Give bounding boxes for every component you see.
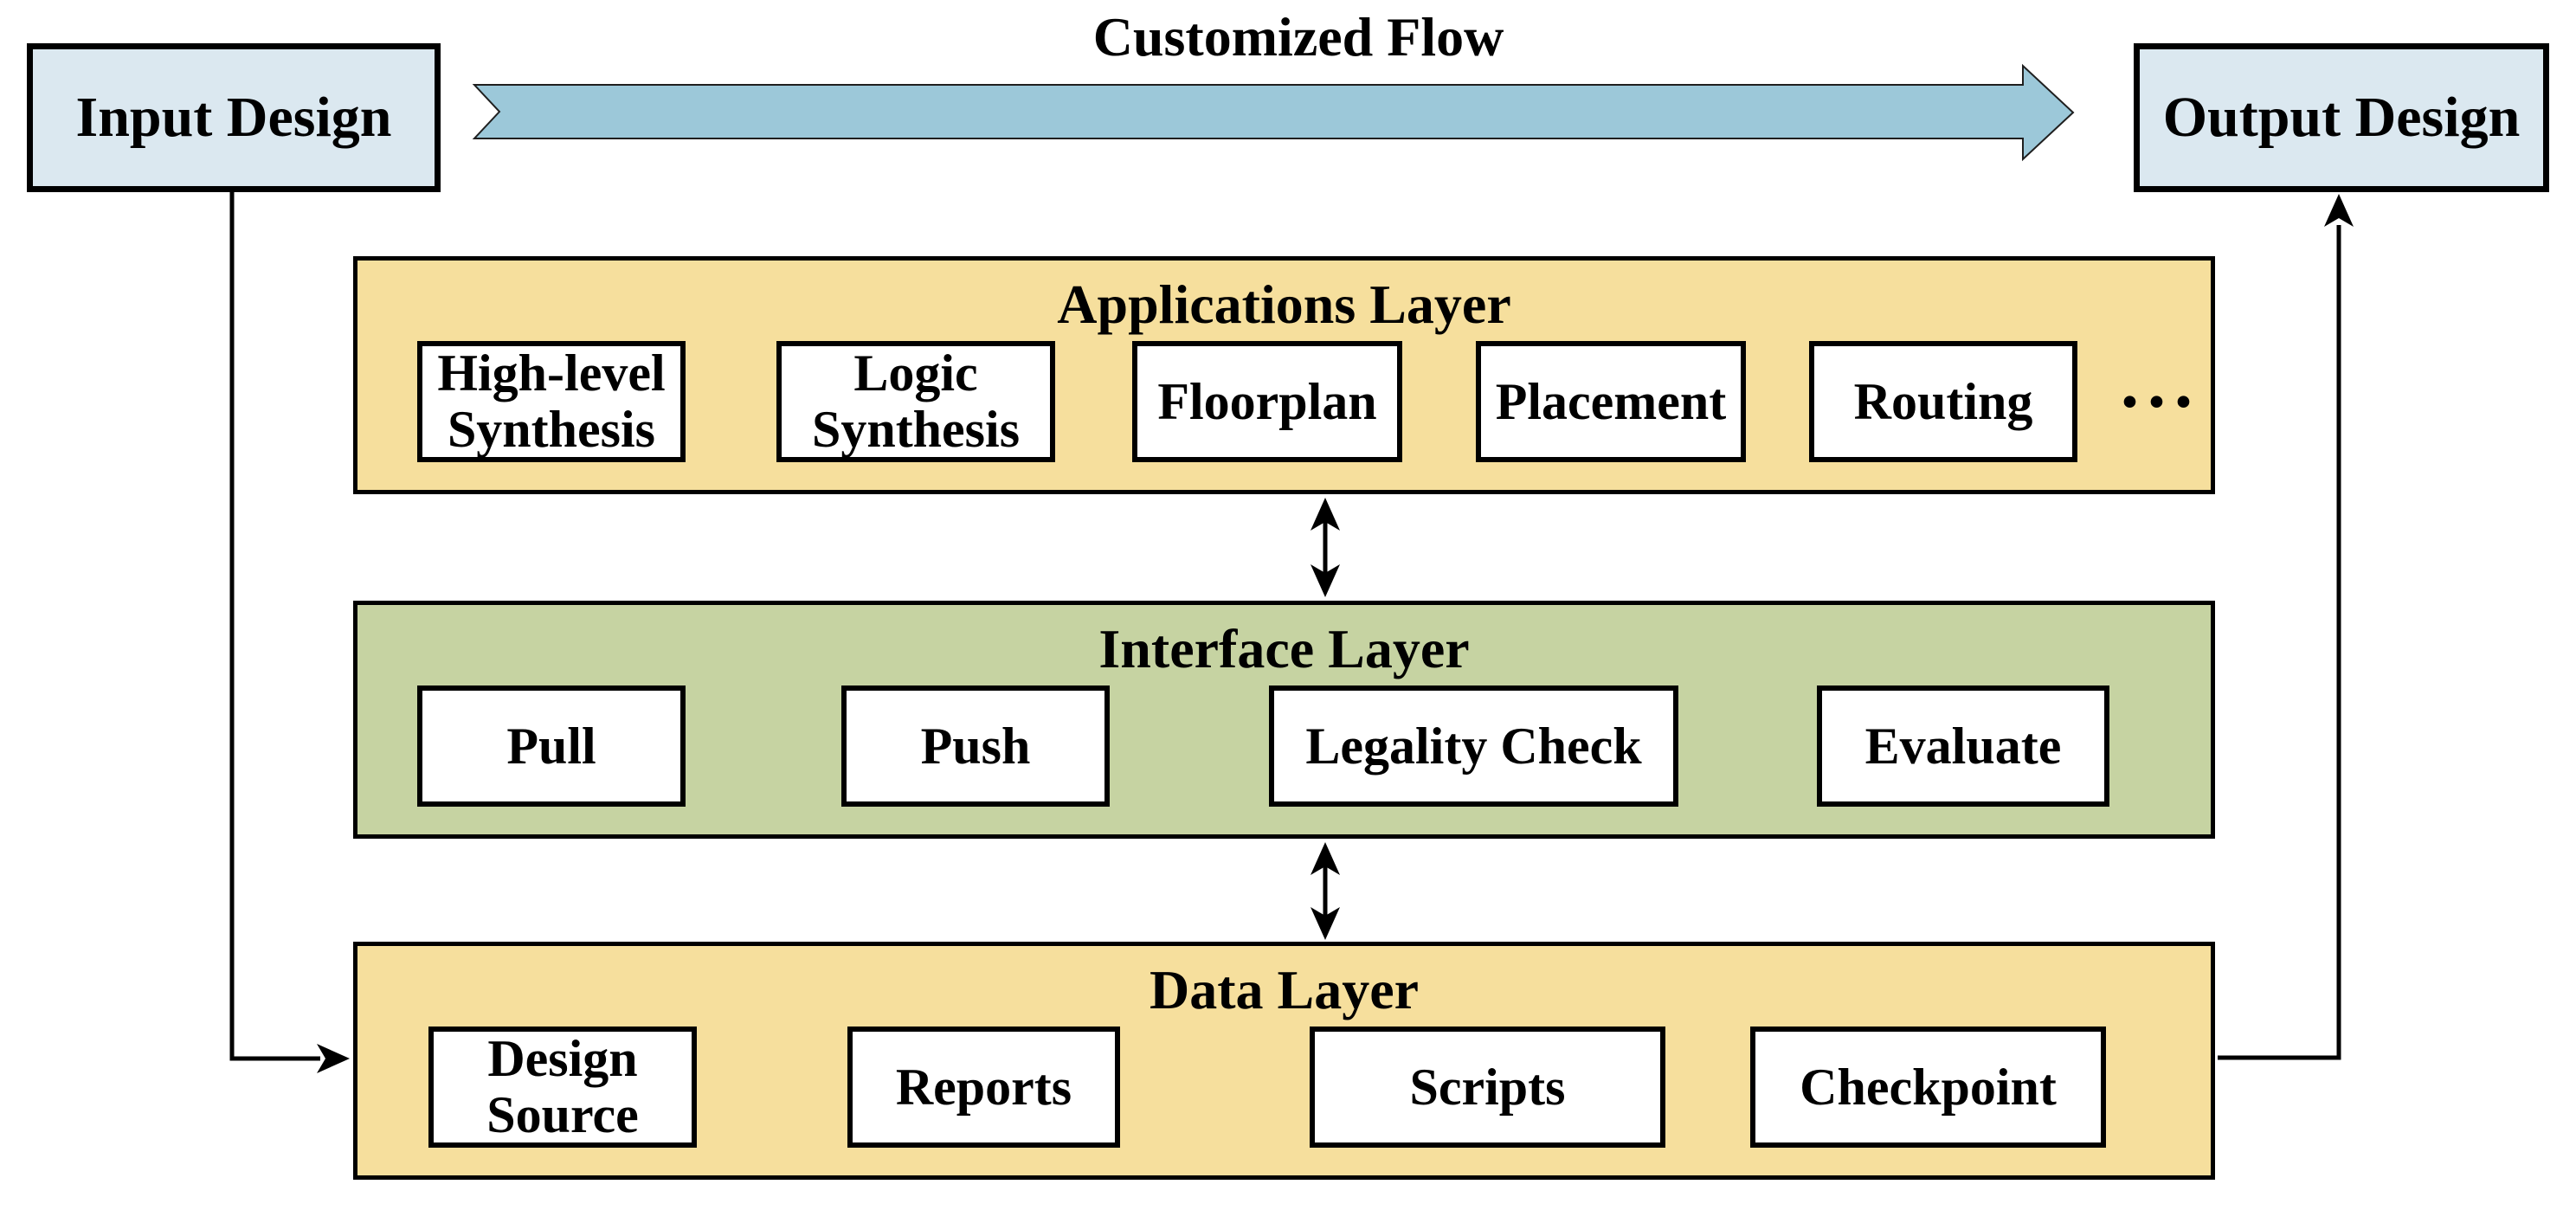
customized-flow-arrow-icon — [472, 63, 2075, 162]
input-design-box: Input Design — [27, 43, 441, 192]
routing-box: Routing — [1809, 341, 2077, 462]
interface-layer-title: Interface Layer — [1098, 618, 1470, 679]
high-level-synthesis-box: High-level Synthesis — [417, 341, 686, 462]
evaluate-box: Evaluate — [1817, 685, 2109, 807]
placement-box: Placement — [1476, 341, 1746, 462]
data-to-output-connector — [2218, 194, 2354, 1060]
data-layer-title: Data Layer — [1149, 959, 1420, 1020]
more-apps-ellipsis: ··· — [2117, 361, 2199, 442]
output-design-label: Output Design — [2162, 86, 2521, 149]
checkpoint-box: Checkpoint — [1750, 1027, 2106, 1148]
input-to-data-connector — [229, 192, 350, 1073]
design-source-box: Design Source — [428, 1027, 697, 1148]
push-box: Push — [841, 685, 1110, 807]
floorplan-box: Floorplan — [1132, 341, 1402, 462]
interface-data-arrow-icon — [1311, 842, 1340, 940]
pull-box: Pull — [417, 685, 686, 807]
interface-layer: Interface Layer Pull Push Legality Check… — [353, 601, 2215, 839]
logic-synthesis-box: Logic Synthesis — [776, 341, 1055, 462]
data-layer: Data Layer Design Source Reports Scripts… — [353, 942, 2215, 1180]
applications-layer: Applications Layer High-level Synthesis … — [353, 256, 2215, 494]
applications-layer-title: Applications Layer — [1057, 274, 1511, 335]
scripts-box: Scripts — [1310, 1027, 1665, 1148]
input-design-label: Input Design — [75, 86, 392, 149]
customized-flow-label: Customized Flow — [1092, 6, 1504, 68]
legality-check-box: Legality Check — [1269, 685, 1678, 807]
reports-box: Reports — [847, 1027, 1120, 1148]
applications-interface-arrow-icon — [1311, 498, 1340, 597]
output-design-box: Output Design — [2134, 43, 2549, 192]
